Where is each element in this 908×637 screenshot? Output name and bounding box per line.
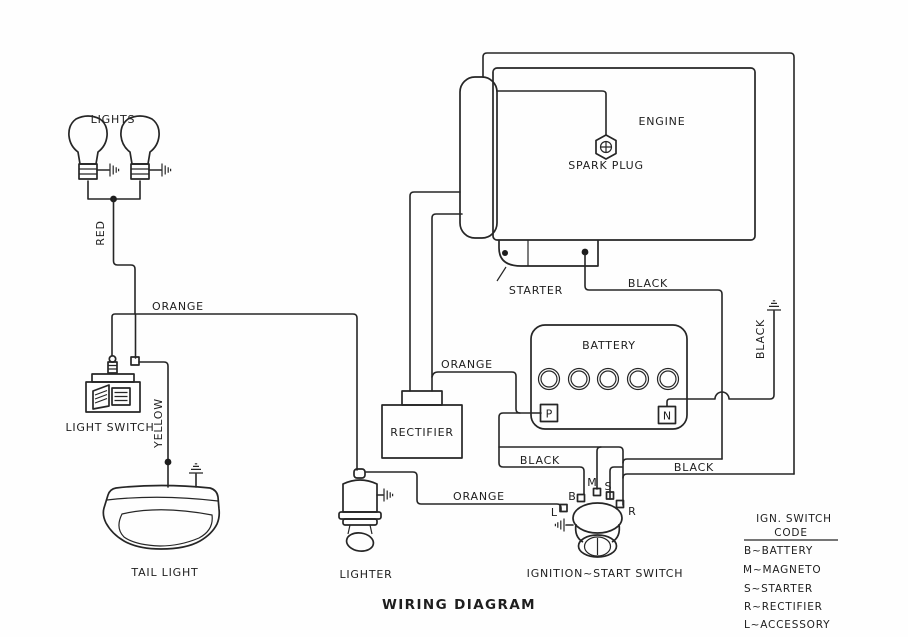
black-ground-label: BLACK	[754, 319, 767, 359]
wire-orange-main	[111, 313, 358, 471]
legend-item: S~STARTER	[744, 583, 813, 595]
legend-item: L~ACCESSORY	[744, 619, 830, 631]
engine-label: ENGINE	[639, 115, 686, 128]
battery-cells	[537, 367, 680, 391]
wire-s-terminal	[609, 466, 623, 500]
ground-icon	[188, 463, 204, 474]
legend-item: B~BATTERY	[744, 545, 813, 557]
nub-l	[559, 503, 568, 513]
ground-icon	[109, 162, 120, 178]
junction-dot	[164, 458, 172, 466]
wire-top-loop	[482, 52, 795, 475]
tail-light-label: TAIL LIGHT	[130, 566, 198, 579]
black-starter-label: BLACK	[628, 277, 668, 290]
ground-icon	[383, 487, 394, 503]
lights-group: LIGHTS	[68, 113, 172, 203]
wire-branch-starter	[622, 458, 723, 464]
light-switch-label: LIGHT SWITCH	[65, 421, 154, 434]
spark-plug-label: SPARK PLUG	[568, 159, 644, 172]
engine-box: ENGINE SPARK PLUG	[459, 67, 756, 241]
wire-black-starter	[584, 253, 723, 460]
diagram-title: WIRING DIAGRAM	[382, 597, 536, 613]
lighter: LIGHTER	[338, 468, 394, 581]
yellow-wire-label: YELLOW	[152, 398, 165, 449]
lighter-label: LIGHTER	[339, 568, 392, 581]
wire-spark-plug	[496, 90, 607, 136]
ground-icon	[554, 517, 565, 533]
starter-stud-dot	[581, 248, 589, 256]
wire-branch-right	[622, 473, 795, 479]
rectifier-box: RECTIFIER	[381, 390, 463, 459]
switch-terminal	[130, 356, 140, 366]
rectifier-label: RECTIFIER	[390, 426, 454, 439]
black-battery-label: BLACK	[520, 454, 560, 467]
starter-generator-housing	[459, 76, 498, 239]
orange-lighter-label: ORANGE	[453, 490, 505, 503]
terminal-n-label: N	[663, 410, 671, 423]
tail-light: TAIL LIGHT	[102, 484, 221, 579]
ignition-switch: B M S R L IGNITION~START SWITCH	[527, 476, 684, 580]
term-s-label: S	[605, 480, 612, 493]
legend-item: R~RECTIFIER	[744, 601, 823, 613]
ignition-switch-label: IGNITION~START SWITCH	[527, 567, 684, 580]
nub-m	[592, 487, 602, 497]
wire-orange-rectifier	[431, 371, 521, 414]
battery-label: BATTERY	[582, 339, 636, 352]
battery-box: BATTERY P N	[530, 324, 688, 430]
term-m-label: M	[587, 476, 597, 489]
ground-icon	[161, 162, 172, 178]
starter: STARTER	[496, 240, 599, 297]
term-b-label: B	[568, 490, 576, 503]
wire-branch-main	[498, 446, 624, 506]
nub-s	[605, 491, 615, 500]
wire-m-terminal	[596, 446, 602, 490]
term-r-label: R	[628, 505, 636, 518]
ignition-switch-code-legend: IGN. SWITCH CODE B~BATTERY M~MAGNETO S~S…	[743, 513, 838, 631]
wire-rectifier-magneto-1	[409, 191, 461, 392]
terminal-p-label: P	[546, 408, 553, 421]
legend-title-1: IGN. SWITCH	[756, 513, 832, 525]
spark-plug-icon	[595, 134, 617, 160]
term-l-label: L	[551, 506, 558, 519]
legend-title-2: CODE	[774, 527, 808, 539]
orange-rectifier-label: ORANGE	[441, 358, 493, 371]
wire-black-battery-b	[498, 412, 585, 495]
red-wire-label: RED	[94, 220, 107, 245]
orange-main-label: ORANGE	[152, 300, 204, 313]
black-right-label: BLACK	[674, 461, 714, 474]
wire-yellow	[138, 361, 169, 488]
nub-b	[576, 493, 586, 503]
light-switch: LIGHT SWITCH	[65, 354, 154, 434]
nub-r	[615, 499, 625, 509]
legend-item: M~MAGNETO	[743, 564, 821, 576]
starter-label: STARTER	[509, 284, 563, 297]
ground-icon	[766, 300, 782, 311]
wire-red	[112, 198, 136, 315]
wire-n-ground	[666, 310, 775, 407]
wire-rectifier-magneto-2	[431, 213, 463, 392]
